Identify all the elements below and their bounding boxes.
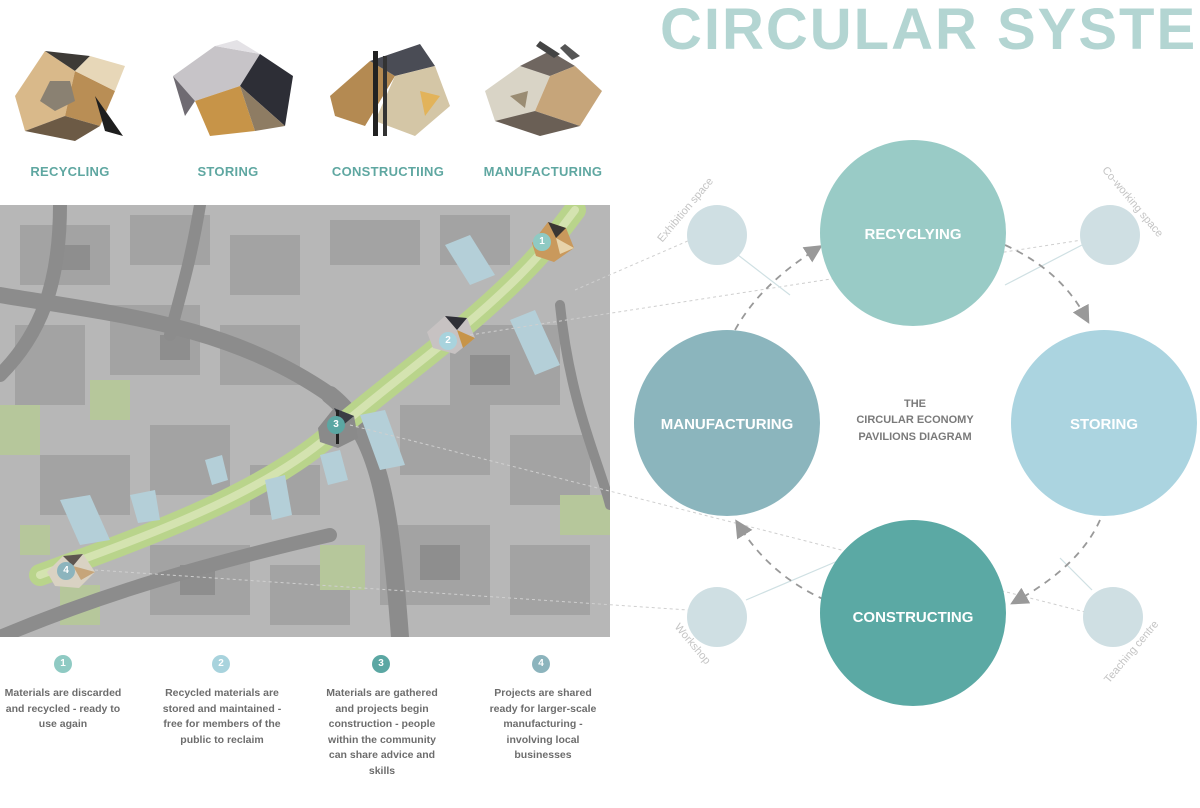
step-description-2: Recycled materials are stored and mainta… bbox=[162, 687, 282, 746]
satellite-teaching-centre bbox=[1083, 587, 1143, 647]
map-marker-pavilion-1: 1 bbox=[530, 218, 576, 264]
satellite-label-teaching-centre: Teaching centre bbox=[1102, 618, 1161, 685]
center-caption-line-1: THE bbox=[904, 398, 926, 410]
map-marker-number: 1 bbox=[533, 233, 551, 251]
satellite-label-co-working-space: Co-working space bbox=[1099, 164, 1165, 239]
step-number-4: 4 bbox=[532, 655, 550, 673]
center-caption-line-3: PAVILIONS DIAGRAM bbox=[858, 431, 971, 443]
pavilion-label-constructing: CONSTRUCTIING bbox=[331, 164, 445, 179]
satellite-label-exhibition-space: Exhibition space bbox=[655, 176, 716, 245]
node-manufacturing bbox=[634, 330, 820, 516]
constructing-pavilion-icon bbox=[330, 44, 450, 136]
step-description-3: Materials are gathered and projects begi… bbox=[326, 687, 438, 777]
node-recycling bbox=[820, 140, 1006, 326]
satellite-workshop bbox=[687, 587, 747, 647]
step-number-1: 1 bbox=[54, 655, 72, 673]
node-constructing bbox=[820, 520, 1006, 706]
node-label-constructing: CONSTRUCTING bbox=[853, 609, 974, 626]
satellite-label-workshop: Workshop bbox=[672, 621, 713, 667]
step-description-4: Projects are shared ready for larger-sca… bbox=[489, 687, 597, 762]
map-marker-pavilion-2: 2 bbox=[425, 312, 477, 356]
map-marker-number: 2 bbox=[439, 332, 457, 350]
storing-pavilion-icon bbox=[173, 40, 293, 136]
center-caption-line-2: CIRCULAR ECONOMY bbox=[856, 414, 974, 426]
recycling-pavilion-icon bbox=[15, 51, 125, 141]
page-title: CIRCULAR SYSTEM bbox=[660, 0, 1200, 62]
node-label-storing: STORING bbox=[1070, 416, 1138, 433]
map-marker-pavilion-3: 3 bbox=[314, 404, 360, 450]
pavilion-label-storing: STORING bbox=[197, 164, 259, 179]
step-description-1: Materials are discarded and recycled - r… bbox=[4, 687, 122, 731]
step-number-2: 2 bbox=[212, 655, 230, 673]
cycle-arrows bbox=[734, 244, 1101, 605]
satellite-exhibition-space bbox=[687, 205, 747, 265]
pavilion-label-recycling: RECYCLING bbox=[30, 164, 110, 179]
satellite-co-working-space bbox=[1080, 205, 1140, 265]
map-marker-number: 4 bbox=[57, 562, 75, 580]
manufacturing-pavilion-icon bbox=[485, 41, 602, 136]
node-label-recycling: RECYCLYING bbox=[865, 226, 962, 243]
step-number-3: 3 bbox=[372, 655, 390, 673]
node-storing bbox=[1011, 330, 1197, 516]
node-label-manufacturing: MANUFACTURING bbox=[661, 416, 794, 433]
pavilion-label-manufacturing: MANUFACTURING bbox=[483, 164, 603, 179]
map-marker-pavilion-4: 4 bbox=[45, 550, 97, 590]
map-marker-number: 3 bbox=[327, 416, 345, 434]
